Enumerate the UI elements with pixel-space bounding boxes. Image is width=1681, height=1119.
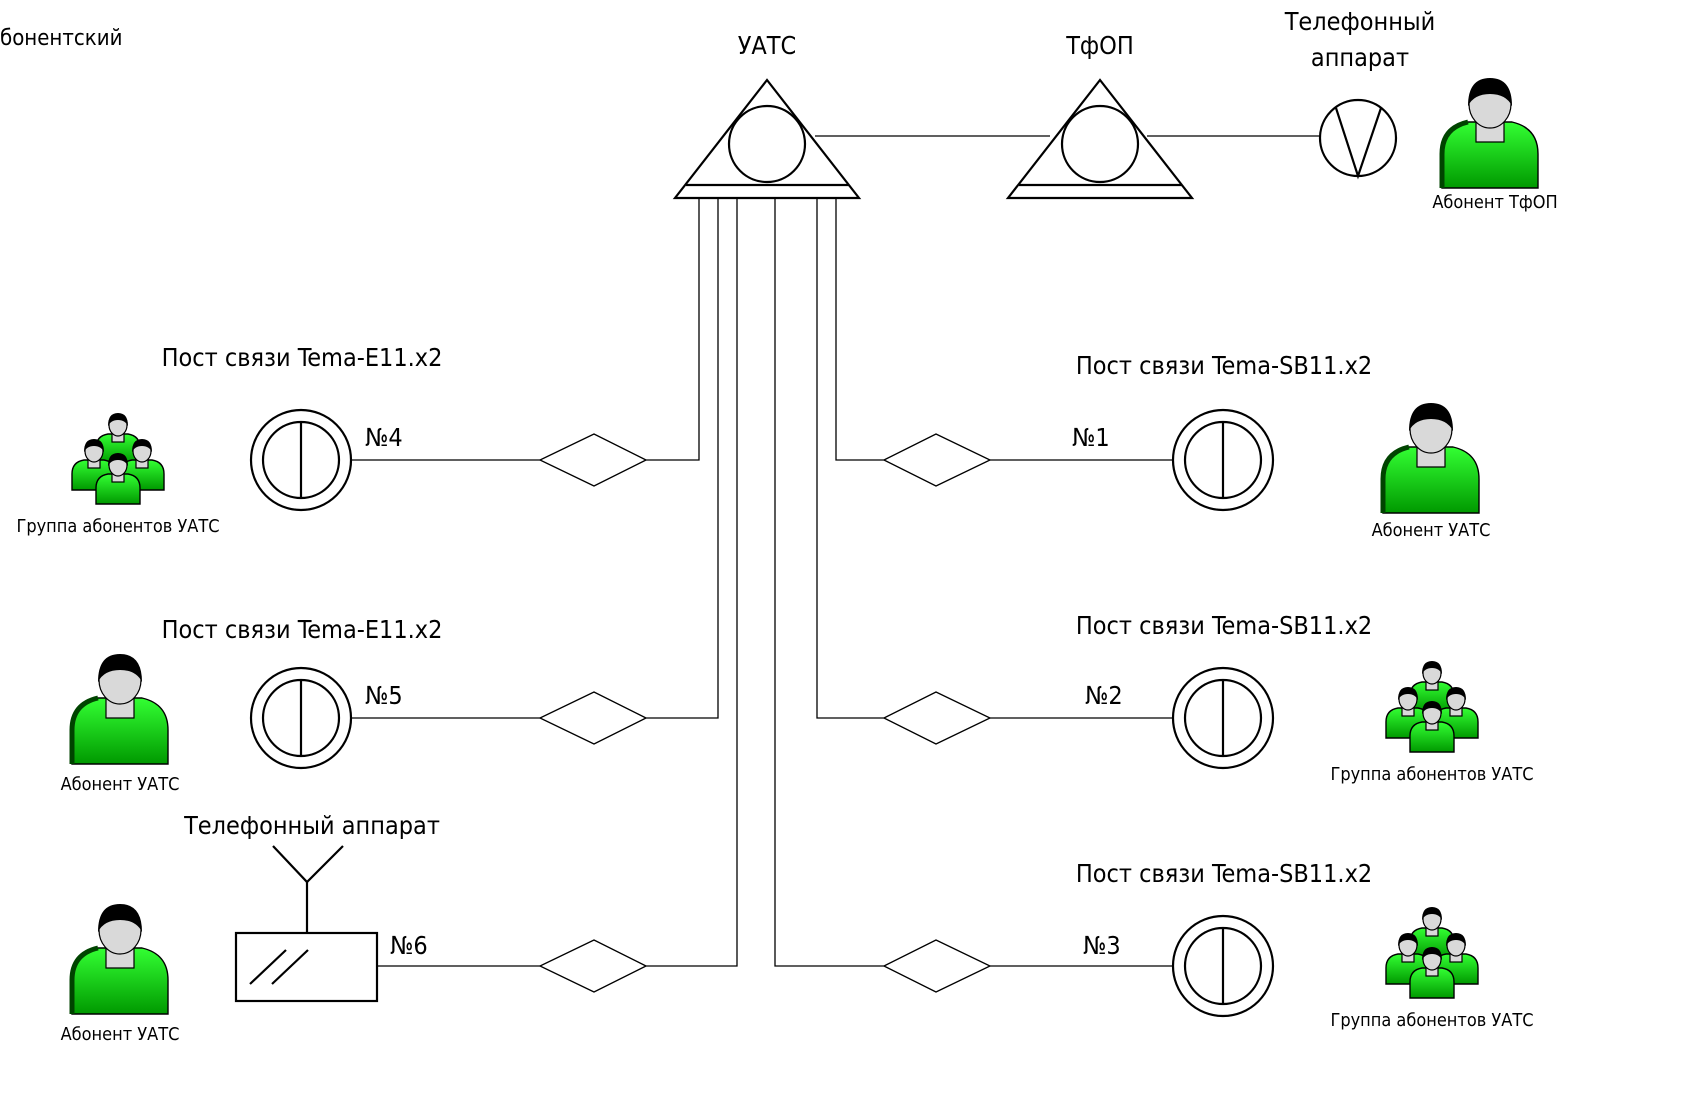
uats-label: УАТС bbox=[738, 31, 797, 60]
post-4-title: Пост связи Tema-E11.x2 bbox=[162, 343, 443, 372]
post-2-subscriber-label: Группа абонентов УАТС bbox=[1330, 764, 1533, 785]
post-1-subscriber-label: Абонент УАТС bbox=[1372, 520, 1491, 541]
right-connectors bbox=[883, 433, 1173, 993]
post-4-subscriber-label: Группа абонентов УАТС bbox=[16, 516, 219, 537]
post-5-number: №5 bbox=[365, 681, 403, 710]
post-2-symbol bbox=[1171, 666, 1275, 770]
phone-apparatus-symbol bbox=[1318, 98, 1398, 180]
phone-bottom-label: Телефонный аппарат bbox=[183, 811, 440, 840]
uats-station-symbol bbox=[672, 78, 862, 200]
post-2-title: Пост связи Tema-SB11.x2 bbox=[1076, 611, 1372, 640]
phone-top-label-1: Телефонный bbox=[1284, 7, 1436, 36]
tfop-label: ТфОП bbox=[1065, 31, 1134, 60]
post-2-subscriber-icon bbox=[1386, 661, 1478, 752]
uats-cable-bundle bbox=[646, 198, 884, 967]
post-1-subscriber-icon bbox=[1383, 403, 1479, 513]
post-2-number: №2 bbox=[1085, 681, 1123, 710]
phone-top-label-2: аппарат bbox=[1311, 43, 1409, 72]
abonent-tfop-icon bbox=[1442, 78, 1538, 188]
post-6-subscriber-icon bbox=[72, 904, 168, 1014]
post-3-subscriber-label: Группа абонентов УАТС bbox=[1330, 1010, 1533, 1031]
left-connectors bbox=[351, 433, 647, 993]
post-4-number: №4 bbox=[365, 423, 403, 452]
tfop-station-symbol bbox=[1005, 78, 1195, 200]
top-left-label: бонентский bbox=[0, 26, 122, 51]
post-5-subscriber-label: Абонент УАТС bbox=[61, 774, 180, 795]
post-3-subscriber-icon bbox=[1386, 907, 1478, 998]
post-1-number: №1 bbox=[1072, 423, 1110, 452]
post-6-subscriber-label: Абонент УАТС bbox=[61, 1024, 180, 1045]
post-6-number: №6 bbox=[390, 931, 428, 960]
post-3-symbol bbox=[1171, 914, 1275, 1018]
post-3-title: Пост связи Tema-SB11.x2 bbox=[1076, 859, 1372, 888]
phone-6-symbol bbox=[234, 845, 379, 1003]
post-1-symbol bbox=[1171, 408, 1275, 512]
post-4-subscriber-icon bbox=[72, 413, 164, 504]
post-4-symbol bbox=[249, 408, 353, 512]
abonent-tfop-label: Абонент ТфОП bbox=[1432, 192, 1557, 213]
post-1-title: Пост связи Tema-SB11.x2 bbox=[1076, 351, 1372, 380]
post-3-number: №3 bbox=[1083, 931, 1121, 960]
post-5-symbol bbox=[249, 666, 353, 770]
post-5-title: Пост связи Tema-E11.x2 bbox=[162, 615, 443, 644]
post-5-subscriber-icon bbox=[72, 654, 168, 764]
